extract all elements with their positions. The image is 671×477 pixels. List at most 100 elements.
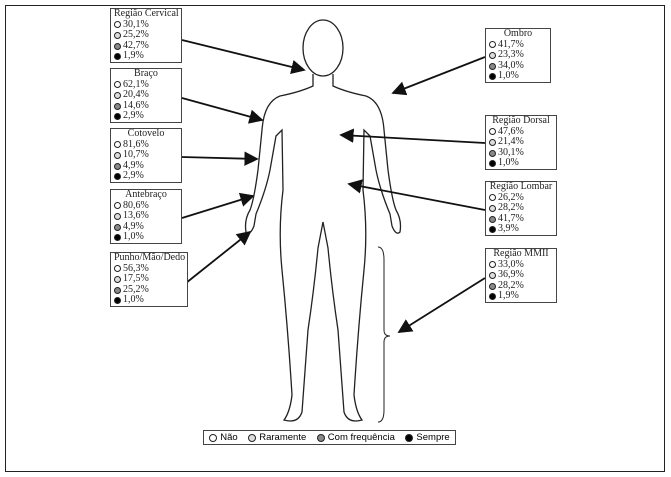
value: 33,0% xyxy=(498,258,524,270)
arrows xyxy=(181,39,486,333)
value-row: 33,0% xyxy=(489,258,553,271)
value-row: 36,9% xyxy=(489,270,553,281)
legend-circle-icon xyxy=(114,234,121,242)
legend-circle-icon xyxy=(114,53,121,61)
value: 14,6% xyxy=(123,99,149,111)
legend-label: Não xyxy=(220,432,238,443)
legend-circle-icon xyxy=(489,226,496,234)
value: 34,0% xyxy=(498,59,524,71)
value: 1,0% xyxy=(123,294,144,306)
value: 23,3% xyxy=(498,49,524,61)
value: 47,6% xyxy=(498,125,524,137)
value: 81,6% xyxy=(123,138,149,150)
legend-circle-icon xyxy=(114,81,121,89)
legend-label: Raramente xyxy=(259,432,307,443)
circle-gray-icon xyxy=(316,433,325,442)
legend-circle-icon xyxy=(114,31,121,39)
value: 17,5% xyxy=(123,273,149,285)
legend-label: Sempre xyxy=(416,432,450,443)
value-row: 30,1% xyxy=(489,146,553,159)
value-row: 10,7% xyxy=(114,150,178,161)
value-row: 30,1% xyxy=(114,19,178,31)
value: 3,9% xyxy=(498,223,519,235)
value: 25,2% xyxy=(123,29,149,41)
legend-circle-icon xyxy=(114,42,121,50)
value: 30,1% xyxy=(498,146,524,158)
value: 28,2% xyxy=(498,279,524,291)
figure-frame xyxy=(5,5,665,472)
legend-circle-icon xyxy=(114,113,121,121)
legend-circle-icon xyxy=(489,149,496,157)
value-row: 21,4% xyxy=(489,137,553,148)
legend-circle-icon xyxy=(489,138,496,146)
value-row: 28,2% xyxy=(489,279,553,292)
value-row: 25,2% xyxy=(114,283,184,296)
region-title: Região Cervical xyxy=(114,8,179,19)
value-row: 13,6% xyxy=(114,211,178,222)
legend-raramente: Raramente xyxy=(248,432,306,443)
value: 28,2% xyxy=(498,202,524,214)
value: 25,2% xyxy=(123,283,149,295)
value: 1,9% xyxy=(498,290,519,302)
value-row: 34,0% xyxy=(489,59,547,72)
value-row: 41,7% xyxy=(489,39,547,51)
value-row: 81,6% xyxy=(114,138,178,151)
region-title: Antebraço xyxy=(125,189,167,200)
value-row: 56,3% xyxy=(114,263,184,275)
legend-circle-icon xyxy=(114,212,121,220)
legend-circle-icon xyxy=(489,261,496,269)
legend-circle-icon xyxy=(489,293,496,301)
legend-circle-icon xyxy=(114,151,121,159)
value: 36,9% xyxy=(498,269,524,281)
value-row: 28,2% xyxy=(489,203,553,214)
region-title: Região MMII xyxy=(493,248,549,259)
legend-circle-icon xyxy=(114,275,121,283)
region-title: Cotovelo xyxy=(127,128,165,139)
legend-circle-icon xyxy=(489,128,496,136)
legend-circle-icon xyxy=(489,215,496,223)
value-row: 4,9% xyxy=(114,220,178,233)
value-row: 41,7% xyxy=(489,213,553,225)
legend-circle-icon xyxy=(489,41,496,49)
value-row: 25,2% xyxy=(114,30,178,41)
value-row: 4,9% xyxy=(114,159,178,172)
value-row: 20,4% xyxy=(114,90,178,101)
legend-circle-icon xyxy=(114,21,121,29)
legend-circle-icon xyxy=(114,223,121,231)
value-row: 1,0% xyxy=(489,158,553,169)
value: 10,7% xyxy=(123,149,149,161)
value-row: 23,3% xyxy=(489,50,547,61)
legend-circle-icon xyxy=(114,162,121,170)
region-title: Braço xyxy=(134,68,158,79)
region-title: Ombro xyxy=(503,28,533,39)
legend-circle-icon xyxy=(489,73,496,81)
legend-circle-icon xyxy=(489,62,496,70)
value: 1,0% xyxy=(123,231,144,243)
value-row: 17,5% xyxy=(114,274,184,285)
value: 4,9% xyxy=(123,220,144,232)
value-row: 1,0% xyxy=(114,232,178,243)
value: 13,6% xyxy=(123,210,149,222)
region-title: Região Dorsal xyxy=(492,115,550,126)
legend-com-frequencia: Com frequência xyxy=(316,432,395,443)
value-row: 14,6% xyxy=(114,99,178,112)
value-row: 42,7% xyxy=(114,39,178,52)
legend-circle-icon xyxy=(114,202,121,210)
legend-circle-icon xyxy=(114,141,121,149)
value: 4,9% xyxy=(123,159,144,171)
region-title: Região Lombar xyxy=(489,181,553,192)
value-row: 2,9% xyxy=(114,171,178,182)
value: 2,9% xyxy=(123,170,144,182)
value-row: 1,0% xyxy=(114,295,184,306)
value-row: 1,9% xyxy=(114,51,178,62)
legend-circle-icon xyxy=(489,160,496,168)
value: 42,7% xyxy=(123,39,149,51)
legend-circle-icon xyxy=(114,286,121,294)
